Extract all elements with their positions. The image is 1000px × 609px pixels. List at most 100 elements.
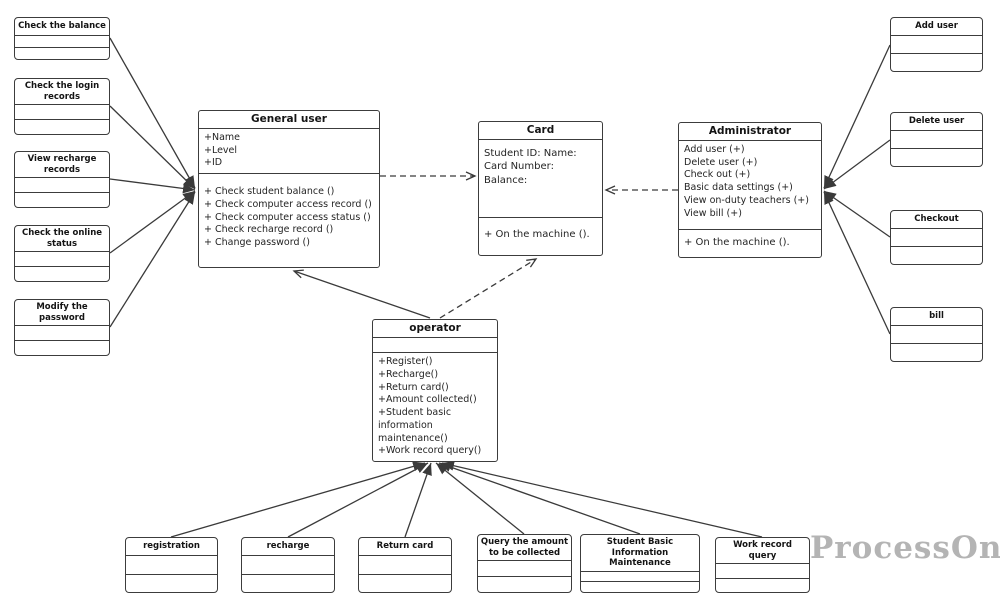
edge-operator-to-general-user xyxy=(292,269,431,319)
attribute: +ID xyxy=(204,157,223,169)
class-card: Card Student ID: Name: Card Number: Bala… xyxy=(478,121,603,256)
usecase-compartment xyxy=(581,581,699,592)
edges-group xyxy=(109,37,891,538)
usecase-compartment xyxy=(15,325,109,340)
usecase-delete-user: Delete user xyxy=(890,112,983,167)
usecase-registration: registration xyxy=(125,537,218,593)
usecase-title: registration xyxy=(143,541,200,552)
usecase-recharge: recharge xyxy=(241,537,335,593)
attribute: View bill (+) xyxy=(684,207,742,219)
class-operator: operator +Register() +Recharge() +Return… xyxy=(372,319,498,462)
edge-recharge-records-to-general-user xyxy=(109,178,196,194)
edge-delete-user-to-administrator xyxy=(823,139,891,190)
class-title: operator xyxy=(409,322,461,334)
usecase-compartment xyxy=(891,228,982,246)
usecase-compartment xyxy=(891,246,982,264)
class-attributes-empty xyxy=(373,337,497,352)
usecase-compartment xyxy=(891,343,982,361)
attribute: Balance: xyxy=(484,174,528,186)
usecase-compartment xyxy=(126,555,217,574)
edge-checkout-to-administrator xyxy=(823,190,891,238)
usecase-work-record-query: Work record query xyxy=(715,537,810,593)
usecase-compartment xyxy=(891,53,982,71)
usecase-compartment xyxy=(15,104,109,119)
usecase-student-basic-information-maintenance: Student Basic Information Maintenance xyxy=(580,534,700,593)
usecase-title: Student Basic Information Maintenance xyxy=(606,537,674,569)
usecase-compartment xyxy=(15,35,109,47)
edge-return-card-to-operator xyxy=(404,462,432,538)
usecase-compartment xyxy=(891,325,982,343)
usecase-title: View recharge records xyxy=(27,154,97,175)
usecase-compartment xyxy=(891,35,982,53)
usecase-title: Work record query xyxy=(733,540,792,561)
edge-query-amount-to-operator xyxy=(435,462,525,535)
edge-student-basic-to-operator xyxy=(438,462,641,535)
usecase-compartment xyxy=(716,577,809,592)
edge-recharge-to-operator xyxy=(287,462,429,538)
class-methods: +Register() +Recharge() +Return card() +… xyxy=(373,352,497,461)
usecase-query-amount-to-be-collected: Query the amount to be collected xyxy=(477,534,572,593)
edge-online-status-to-general-user xyxy=(109,190,196,254)
class-methods: + On the machine (). xyxy=(679,229,821,257)
usecase-check-the-online-status: Check the online status xyxy=(14,225,110,282)
method: + Check computer access record () xyxy=(204,198,372,210)
class-title: General user xyxy=(251,113,327,125)
edge-work-record-to-operator xyxy=(441,460,763,538)
usecase-compartment xyxy=(478,560,571,576)
usecase-check-the-login-records: Check the login records xyxy=(14,78,110,135)
usecase-title: Modify the password xyxy=(36,302,88,323)
class-attributes: Add user (+) Delete user (+) Check out (… xyxy=(679,140,821,229)
processon-watermark: ProcessOn xyxy=(810,530,1000,566)
usecase-compartment xyxy=(15,119,109,134)
method: + Change password () xyxy=(204,237,310,249)
edge-operator-to-card xyxy=(439,258,538,319)
usecase-compartment xyxy=(15,340,109,355)
usecase-title: Add user xyxy=(915,21,958,32)
attribute: Student ID: Name: xyxy=(484,148,577,159)
class-title: Card xyxy=(526,124,555,136)
usecase-compartment xyxy=(242,555,334,574)
usecase-title: Check the login records xyxy=(24,81,100,102)
usecase-compartment xyxy=(891,148,982,166)
method: +Recharge() xyxy=(378,368,439,380)
class-general-user: General user +Name +Level +ID + Check st… xyxy=(198,110,380,268)
method: +Register() xyxy=(378,356,433,368)
attribute: +Level xyxy=(204,144,238,156)
class-methods: + On the machine (). xyxy=(479,217,602,255)
usecase-modify-the-password: Modify the password xyxy=(14,299,110,356)
edge-login-records-to-general-user xyxy=(109,105,196,190)
method: + On the machine (). xyxy=(484,229,590,240)
usecase-title: Check the balance xyxy=(18,21,106,32)
usecase-compartment xyxy=(359,555,451,574)
method: +Amount collected() xyxy=(378,394,477,406)
usecase-title: recharge xyxy=(266,541,310,552)
attribute: +Name xyxy=(204,132,240,143)
usecase-add-user: Add user xyxy=(890,17,983,72)
class-attributes: Student ID: Name: Card Number: Balance: xyxy=(479,139,602,217)
usecase-compartment xyxy=(716,563,809,577)
method: + On the machine (). xyxy=(684,237,790,248)
usecase-compartment xyxy=(15,251,109,266)
usecase-compartment xyxy=(359,573,451,593)
usecase-title: Check the online status xyxy=(21,228,103,249)
edge-modify-password-to-general-user xyxy=(109,191,196,328)
usecase-title: Checkout xyxy=(914,214,959,225)
usecase-compartment xyxy=(15,192,109,207)
attribute: View on-duty teachers (+) xyxy=(684,194,809,206)
usecase-compartment xyxy=(15,266,109,281)
usecase-title: Delete user xyxy=(908,116,965,127)
usecase-title: Query the amount to be collected xyxy=(480,537,569,558)
edge-add-user-to-administrator xyxy=(823,44,891,189)
usecase-return-card: Return card xyxy=(358,537,452,593)
attribute: Card Number: xyxy=(484,161,554,173)
usecase-compartment xyxy=(15,177,109,192)
usecase-compartment xyxy=(891,130,982,148)
usecase-title: bill xyxy=(929,311,944,322)
class-title: Administrator xyxy=(708,125,792,137)
method: + Check recharge record () xyxy=(204,224,334,236)
method: +Return card() xyxy=(378,381,449,393)
method: +Student basic information maintenance() xyxy=(378,407,452,444)
usecase-view-recharge-records: View recharge records xyxy=(14,151,110,208)
